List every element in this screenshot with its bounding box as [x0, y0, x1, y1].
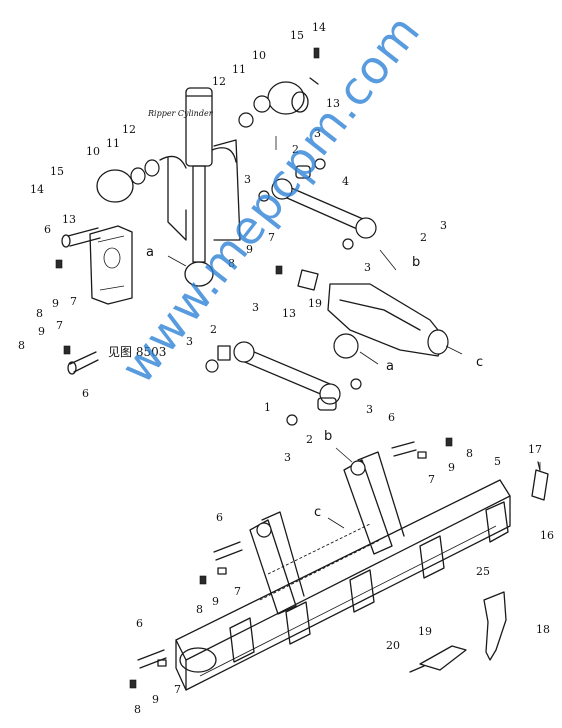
callout-7: 7: [70, 295, 77, 308]
callout-3: 3: [364, 261, 371, 274]
callout-11: 11: [232, 63, 246, 76]
link-1: [233, 341, 341, 411]
callout-9: 9: [448, 461, 455, 474]
callout-2: 2: [420, 231, 427, 244]
callout-16: 16: [540, 529, 554, 542]
callout-3: 3: [366, 403, 373, 416]
callout-2: 2: [292, 143, 299, 156]
callout-9: 9: [52, 297, 59, 310]
callout-7: 7: [174, 683, 181, 696]
callout-13: 13: [282, 307, 296, 320]
callout-1: 1: [264, 401, 271, 414]
callout-11: 11: [106, 137, 120, 150]
callout-c: c: [476, 355, 484, 370]
main-frame: [175, 451, 511, 691]
callout-13: 13: [326, 97, 340, 110]
callout-9: 9: [246, 243, 253, 256]
callout-6: 6: [82, 387, 89, 400]
callout-6: 6: [216, 511, 223, 524]
callout-20: 20: [386, 639, 400, 652]
callout-10: 10: [86, 145, 100, 158]
callout-7: 7: [234, 585, 241, 598]
callout-8: 8: [228, 257, 235, 270]
callout-12: 12: [122, 123, 136, 136]
callout-8: 8: [196, 603, 203, 616]
callout-5: 5: [494, 455, 501, 468]
callout-3: 3: [244, 173, 251, 186]
ripper-tip: [409, 645, 467, 673]
callout-4: 4: [342, 175, 349, 188]
frame-pins: [129, 437, 453, 689]
callout-7: 7: [428, 473, 435, 486]
ripper-arm: [327, 283, 449, 359]
callout-8: 8: [134, 703, 141, 716]
callout-18: 18: [536, 623, 550, 636]
callout-9: 9: [152, 693, 159, 706]
callout-19: 19: [418, 625, 432, 638]
top-left-pin-assembly: [61, 159, 160, 248]
callout-14: 14: [312, 21, 326, 34]
callout-8: 8: [466, 447, 473, 460]
ripper-shank: [483, 591, 507, 661]
callout-b: b: [412, 255, 421, 270]
callout-15: 15: [50, 165, 64, 178]
callout-14: 14: [30, 183, 44, 196]
callout-9: 9: [212, 595, 219, 608]
callout-leaders: [167, 136, 541, 529]
ripper-cylinder: [159, 87, 241, 287]
callout-6: 6: [44, 223, 51, 236]
callout-3: 3: [284, 451, 291, 464]
callout-3: 3: [314, 127, 321, 140]
callout-3: 3: [186, 335, 193, 348]
callout-8: 8: [36, 307, 43, 320]
top-right-pin-assembly: [238, 47, 320, 128]
callout-9: 9: [38, 325, 45, 338]
left-bracket: [89, 225, 133, 305]
cylinder-caption: Ripper Cylinder: [148, 109, 213, 118]
callout-6: 6: [136, 617, 143, 630]
middle-pins: [55, 158, 362, 426]
lower-left-pin: [67, 351, 99, 375]
callout-12: 12: [212, 75, 226, 88]
callout-7: 7: [56, 319, 63, 332]
callout-13: 13: [62, 213, 76, 226]
callout-3: 3: [440, 219, 447, 232]
callout-15: 15: [290, 29, 304, 42]
callout-3: 3: [252, 301, 259, 314]
callout-8: 8: [18, 339, 25, 352]
callout-a: a: [386, 359, 394, 374]
callout-7: 7: [268, 231, 275, 244]
callout-19: 19: [308, 297, 322, 310]
callout-25: 25: [476, 565, 490, 578]
callout-2: 2: [210, 323, 217, 336]
callout-b: b: [324, 429, 333, 444]
callout-6: 6: [388, 411, 395, 424]
see-figure-note: 见图 8503: [108, 345, 167, 359]
callout-a: a: [146, 245, 154, 260]
callout-10: 10: [252, 49, 266, 62]
callout-c: c: [314, 505, 322, 520]
link-4: [271, 165, 377, 239]
callout-2: 2: [306, 433, 313, 446]
callout-17: 17: [528, 443, 542, 456]
